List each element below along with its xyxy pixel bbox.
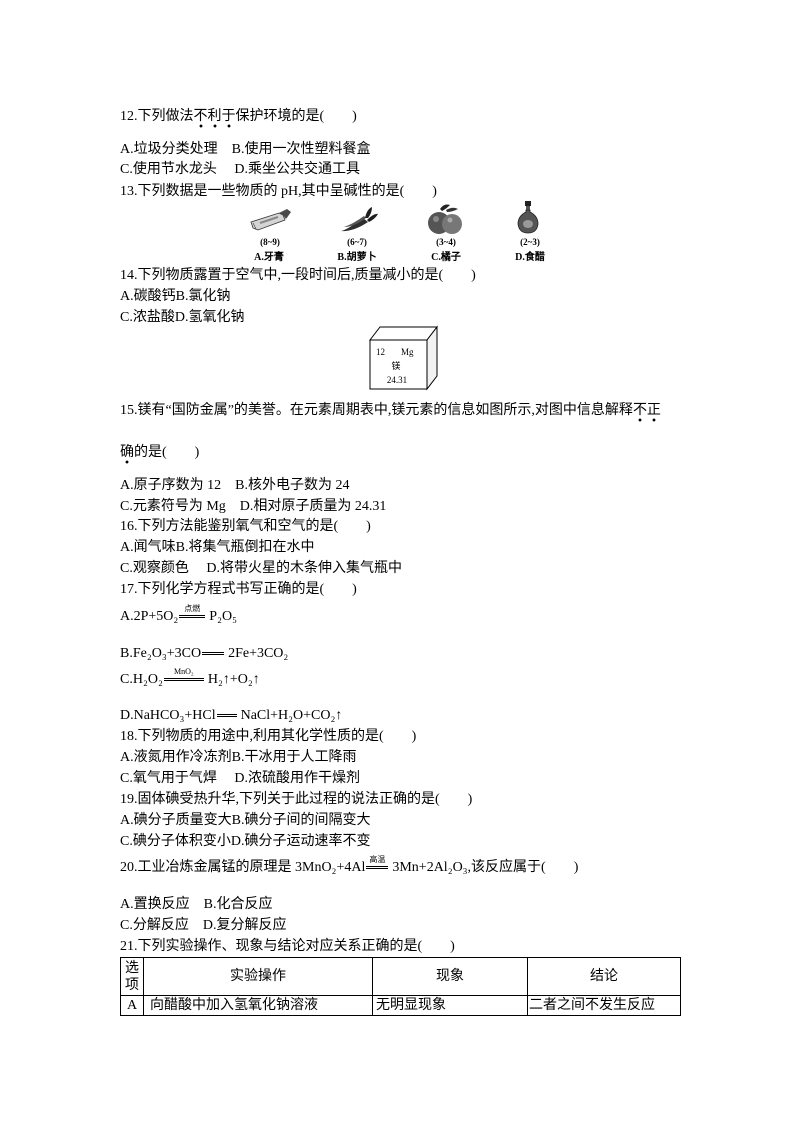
q12-stem: 12.下列做法不利于保护环境的是( ) — [120, 107, 357, 128]
q13-label-b: B.胡萝卜 — [337, 252, 377, 263]
header-conclusion: 结论 — [527, 957, 681, 996]
element-name: 镁 — [391, 360, 400, 371]
cell-operation: 向醋酸中加入氢氧化钠溶液 — [143, 995, 373, 1016]
q13-ph-b: (6~7) — [347, 237, 367, 247]
reaction-sign — [216, 714, 237, 718]
reaction-sign — [202, 652, 225, 656]
q19-stem: 19.固体碘受热升华,下列关于此过程的说法正确的是( ) — [120, 792, 473, 807]
q18-options-line-1: A.液氮用作冷冻剂B.干冰用于人工降雨 — [120, 750, 357, 765]
q15-stem-line-2-after: 的是( ) — [134, 445, 200, 460]
toothpaste-image — [250, 209, 291, 231]
q17-option-a: A.2P+5O₂ 点燃 P₂O₅ — [120, 604, 237, 627]
reaction-sign: MnO₂ — [163, 667, 204, 682]
q12-stem-before: 12.下列做法 — [120, 109, 194, 124]
element-atomic-mass: 24.31 — [387, 375, 407, 385]
q13-label-a: A.牙膏 — [254, 252, 284, 263]
q17-b-products: 2Fe+3CO₂ — [228, 646, 289, 661]
q17-option-c: C.H₂O₂ MnO₂ H₂↑+O₂↑ — [120, 667, 260, 690]
q17-option-d: D.NaHCO₃+HCl NaCl+H₂O+CO₂↑ — [120, 706, 342, 726]
table-row: A 向醋酸中加入氢氧化钠溶液 无明显现象 二者之间不发生反应 — [120, 995, 681, 1016]
q17-b-reactants: B.Fe₂O₃+3CO — [120, 646, 202, 661]
cell-phenomenon: 无明显现象 — [372, 995, 528, 1016]
cell-option: A — [120, 995, 144, 1016]
q17-stem: 17.下列化学方程式书写正确的是( ) — [120, 582, 357, 597]
q12-options-line-1: A.垃圾分类处理 B.使用一次性塑料餐盒 — [120, 142, 371, 157]
q17-c-reactants: C.H₂O₂ — [120, 672, 163, 687]
q17-c-condition: MnO₂ — [173, 667, 194, 677]
q17-a-reactants: A.2P+5O₂ — [120, 609, 179, 624]
q17-a-products: P₂O₅ — [209, 609, 237, 624]
orange-image — [428, 204, 462, 234]
q21-stem: 21.下列实验操作、现象与结论对应关系正确的是( ) — [120, 939, 455, 954]
q18-options-line-2: C.氧气用于气焊 D.浓硫酸用作干燥剂 — [120, 771, 360, 786]
q15-options-line-1: A.原子序数为 12 B.核外电子数为 24 — [120, 478, 350, 493]
q19-options-line-1: A.碘分子质量变大B.碘分子间的间隔变大 — [120, 813, 371, 828]
q18-stem: 18.下列物质的用途中,利用其化学性质的是( ) — [120, 729, 417, 744]
q17-d-reactants: D.NaHCO₃+HCl — [120, 708, 216, 723]
cell-conclusion: 二者之间不发生反应 — [527, 995, 681, 1016]
q13-label-d: D.食醋 — [515, 252, 545, 263]
q14-options-line-2: C.浓盐酸D.氢氧化钠 — [120, 310, 245, 325]
q17-a-condition: 点燃 — [184, 604, 201, 614]
q16-options-line-1: A.闻气味B.将集气瓶倒扣在水中 — [120, 540, 315, 555]
q20-stem-after: 3Mn+2Al₂O₃,该反应属于( ) — [392, 860, 579, 875]
q15-stem-line-1-before: 15.镁有“国防金属”的美誉。在元素周期表中,镁元素的信息如图所示,对图中信息解… — [120, 403, 633, 418]
q15-stem-line-1: 15.镁有“国防金属”的美誉。在元素周期表中,镁元素的信息如图所示,对图中信息解… — [120, 401, 661, 422]
magnesium-element-card: 12 Mg 镁 24.31 — [368, 325, 439, 391]
q20-stem-before: 20.工业冶炼金属锰的原理是 3MnO₂+4Al — [120, 860, 366, 875]
vinegar-bottle-image — [517, 201, 539, 234]
q14-options-line-1: A.碳酸钙B.氯化钠 — [120, 289, 231, 304]
q19-options-line-2: C.碘分子体积变小D.碘分子运动速率不变 — [120, 834, 371, 849]
element-atomic-number: 12 — [376, 347, 385, 357]
q15-stem-line-2: 确的是( ) — [120, 443, 200, 464]
reaction-sign: 高温 — [366, 855, 389, 870]
q15-stem-line-2-emphasis: 确 — [120, 445, 134, 464]
q17-c-products: H₂↑+O₂↑ — [207, 672, 260, 687]
header-phenomenon: 现象 — [372, 957, 528, 996]
q15-options-line-2: C.元素符号为 Mg D.相对原子质量为 24.31 — [120, 499, 387, 514]
q20-condition: 高温 — [369, 855, 386, 865]
q12-stem-after: 保护环境的是( ) — [235, 109, 357, 124]
q13-label-c: C.橘子 — [431, 252, 461, 263]
q15-stem-line-1-emphasis: 不正 — [632, 403, 661, 422]
q20-options-line-2: C.分解反应 D.复分解反应 — [120, 918, 287, 933]
header-option: 选项 — [120, 957, 144, 996]
carrot-image — [341, 207, 378, 232]
q17-d-products: NaCl+H₂O+CO₂↑ — [240, 708, 343, 723]
q12-options-line-2: C.使用节水龙头 D.乘坐公共交通工具 — [120, 162, 360, 177]
q13-ph-c: (3~4) — [436, 237, 456, 247]
table-header-row: 选项 实验操作 现象 结论 — [120, 957, 681, 996]
q14-stem: 14.下列物质露置于空气中,一段时间后,质量减小的是( ) — [120, 268, 476, 283]
reaction-sign: 点燃 — [179, 604, 206, 619]
q13-ph-d: (2~3) — [520, 237, 540, 247]
q12-stem-emphasis: 不利于 — [193, 109, 236, 128]
q20-options-line-1: A.置换反应 B.化合反应 — [120, 897, 273, 912]
q13-stem: 13.下列数据是一些物质的 pH,其中呈碱性的是( ) — [120, 184, 437, 199]
q16-stem: 16.下列方法能鉴别氧气和空气的是( ) — [120, 519, 371, 534]
header-operation: 实验操作 — [143, 957, 373, 996]
q16-options-line-2: C.观察颜色 D.将带火星的木条伸入集气瓶中 — [120, 561, 402, 576]
q13-ph-a: (8~9) — [260, 237, 280, 247]
q17-option-b: B.Fe₂O₃+3CO 2Fe+3CO₂ — [120, 644, 288, 664]
element-symbol: Mg — [401, 347, 414, 357]
experiment-table: 选项 实验操作 现象 结论 A 向醋酸中加入氢氧化钠溶液 无明显现象 二者之间不… — [120, 957, 681, 1016]
